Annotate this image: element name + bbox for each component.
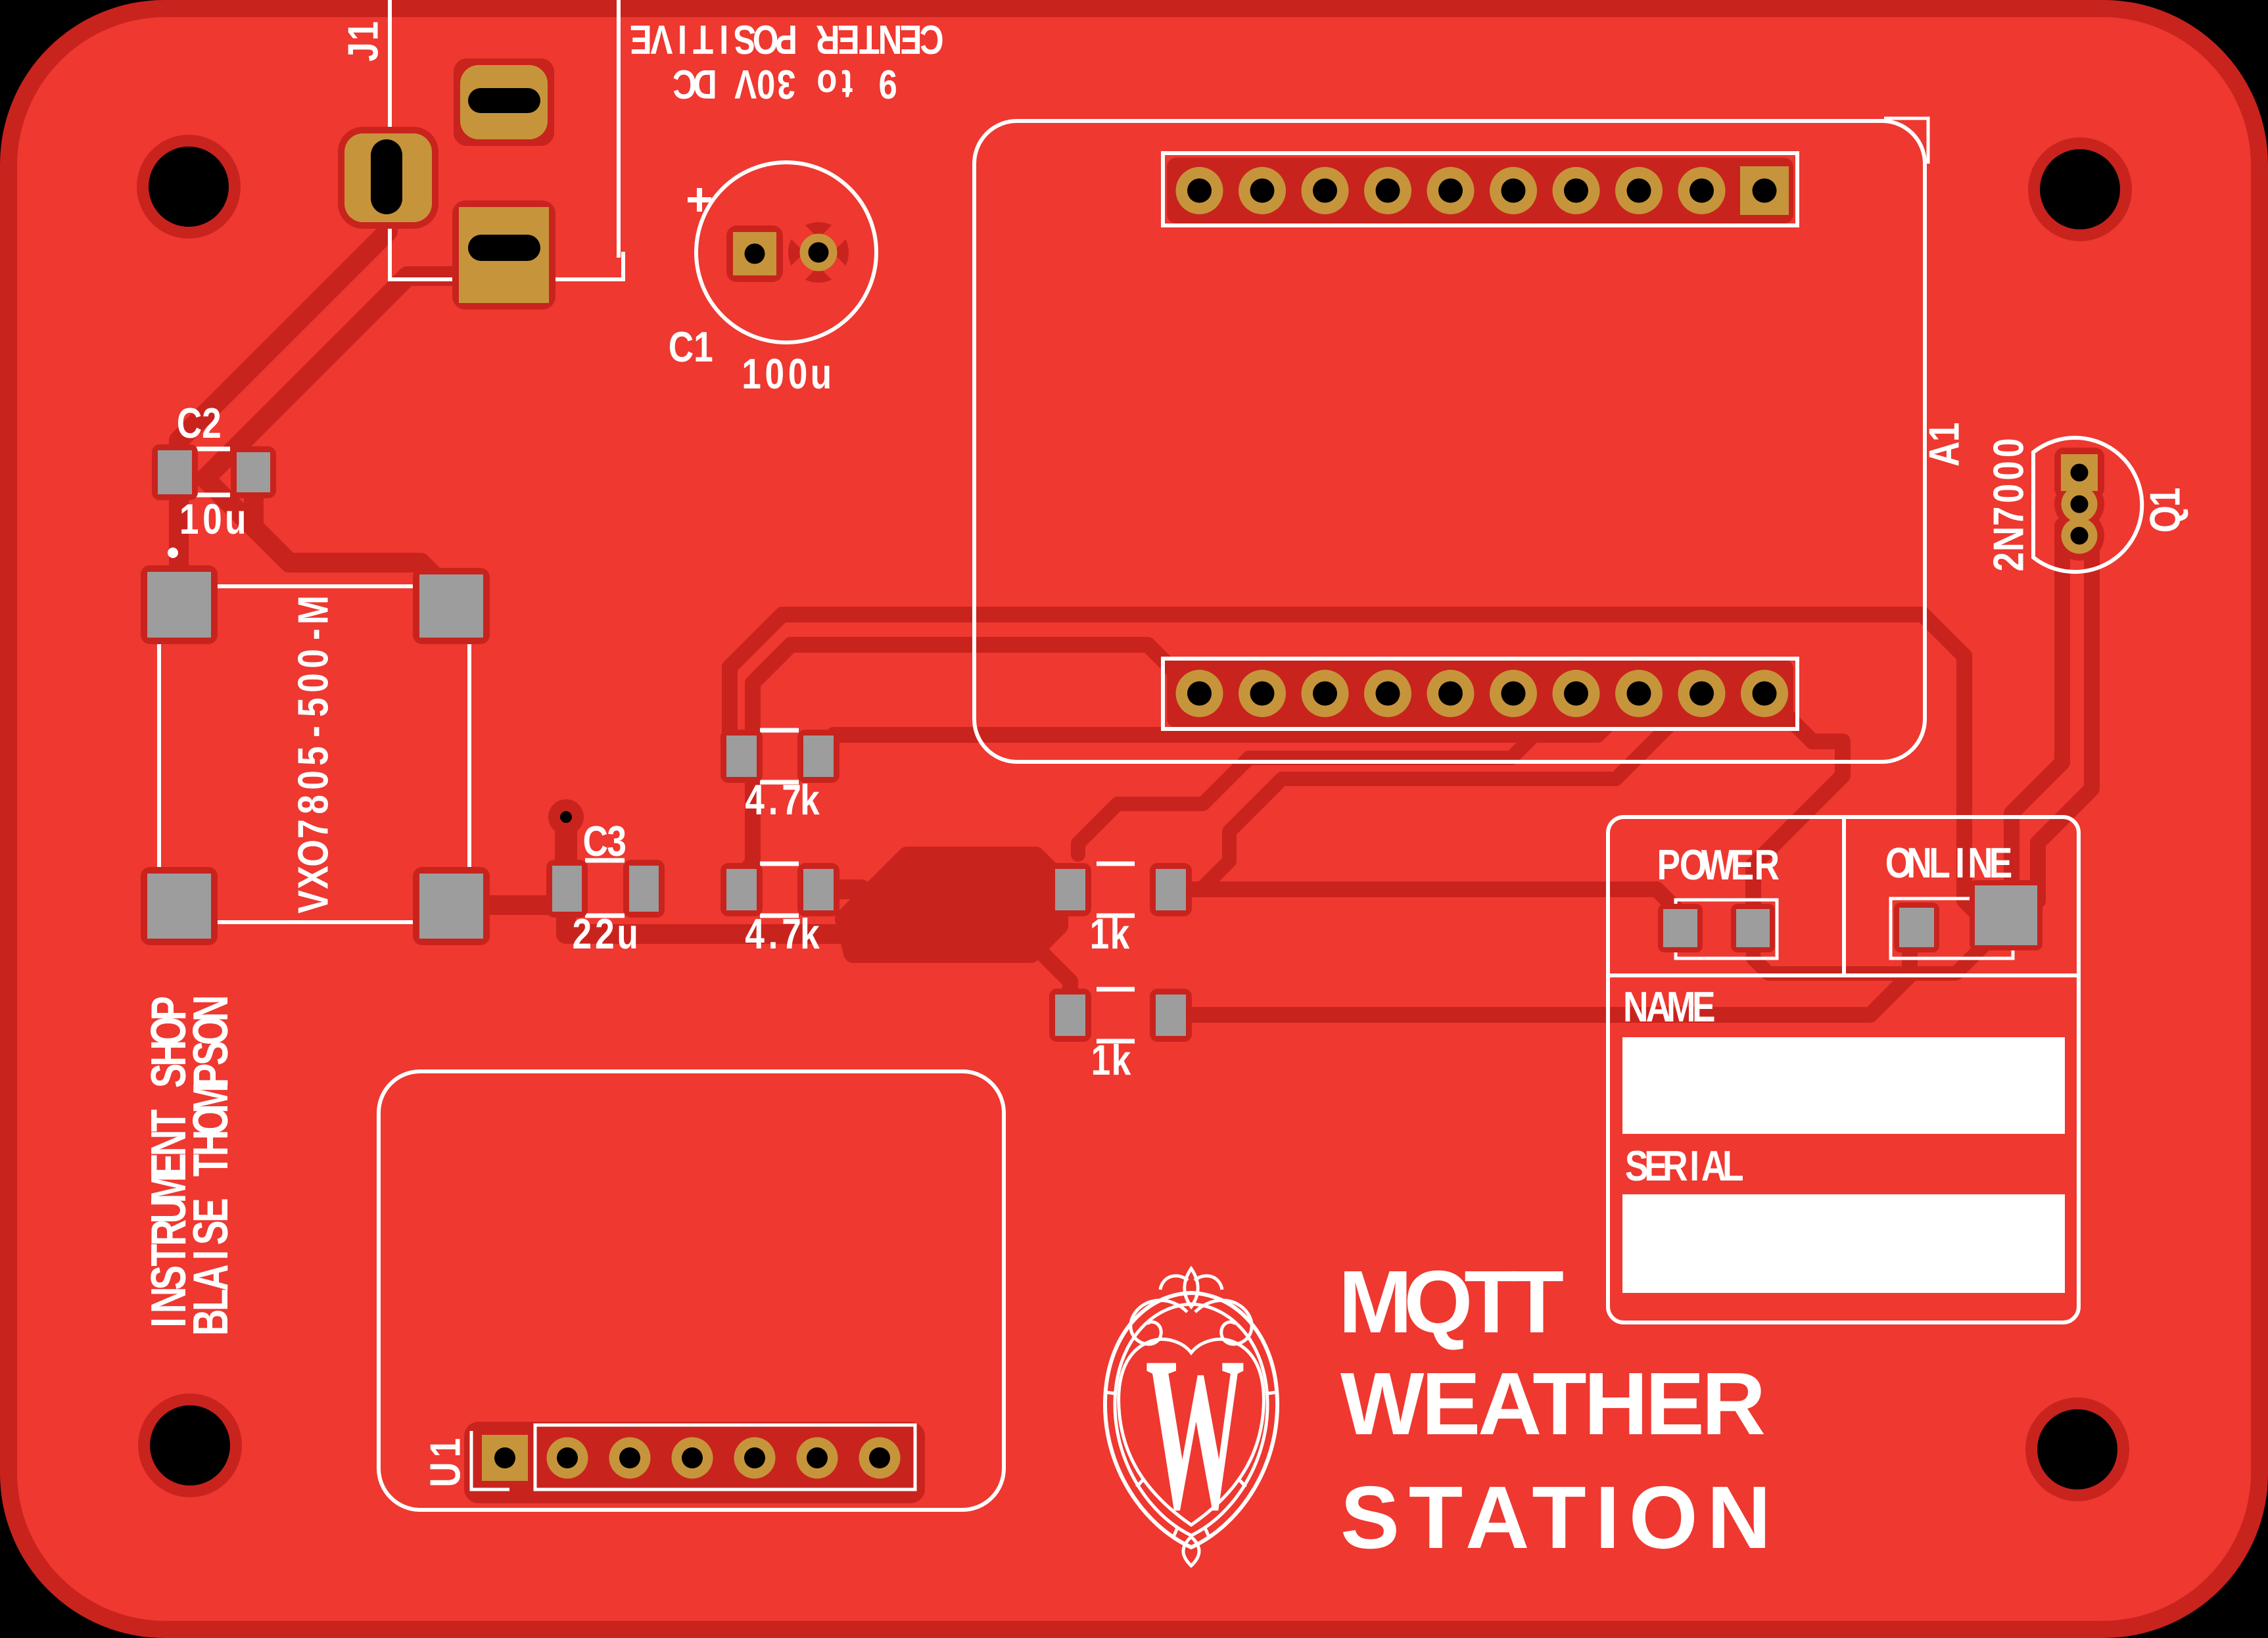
svg-text:POWER: POWER (1657, 841, 1780, 889)
svg-text:4.7k: 4.7k (745, 776, 820, 824)
svg-text:BLAISE THOMPSON: BLAISE THOMPSON (183, 995, 239, 1336)
svg-text:C2: C2 (177, 399, 222, 447)
svg-text:10u: 10u (179, 495, 247, 543)
svg-text:A1: A1 (1920, 422, 1968, 467)
svg-text:ONLINE: ONLINE (1885, 839, 2012, 887)
svg-text:C3: C3 (583, 817, 627, 865)
svg-text:1k: 1k (1091, 1036, 1131, 1084)
svg-text:NAME: NAME (1623, 983, 1716, 1031)
svg-text:W: W (1145, 1311, 1244, 1555)
svg-text:4.7k: 4.7k (745, 910, 820, 958)
svg-text:Q1: Q1 (2140, 487, 2188, 532)
svg-text:9 to 30V DC: 9 to 30V DC (673, 61, 897, 106)
svg-text:WEATHER: WEATHER (1340, 1354, 1766, 1453)
svg-text:INSTRUMENT SHOP: INSTRUMENT SHOP (141, 996, 197, 1327)
svg-text:CENTER POSITIVE: CENTER POSITIVE (630, 16, 944, 62)
svg-text:SERIAL: SERIAL (1625, 1142, 1744, 1190)
svg-text:1k: 1k (1090, 910, 1130, 958)
svg-text:C1: C1 (669, 323, 713, 371)
svg-text:MQTT: MQTT (1338, 1252, 1564, 1351)
svg-text:22u: 22u (572, 910, 638, 958)
svg-text:U1: U1 (421, 1438, 469, 1487)
